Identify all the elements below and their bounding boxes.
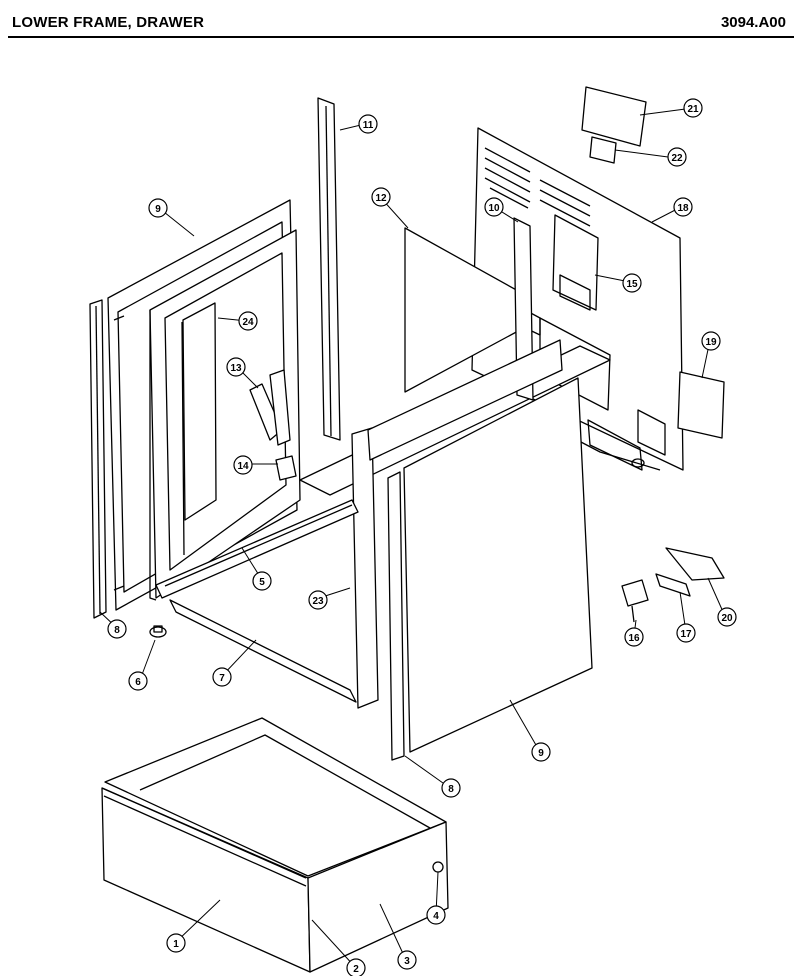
callout-11: 11 (358, 114, 378, 134)
hinge-13 (249, 369, 291, 446)
svg-text:17: 17 (680, 629, 692, 640)
callout-19: 19 (701, 331, 721, 351)
rear-post-left (317, 97, 341, 441)
svg-text:24: 24 (242, 317, 254, 328)
callouts: 21 22 18 15 19 20 17 16 9 8 4 3 2 1 8 6 … (107, 98, 737, 976)
svg-text:16: 16 (628, 633, 640, 644)
svg-text:2: 2 (353, 964, 359, 975)
callout-9: 9 (148, 198, 168, 218)
svg-text:7: 7 (219, 673, 225, 684)
svg-text:5: 5 (259, 577, 265, 588)
right-trim (387, 471, 405, 761)
svg-text:9: 9 (155, 204, 161, 215)
svg-text:20: 20 (721, 613, 733, 624)
callout-8-left: 8 (107, 619, 127, 639)
left-trim (89, 299, 107, 619)
svg-text:19: 19 (705, 337, 717, 348)
svg-text:10: 10 (488, 203, 500, 214)
callout-5: 5 (252, 571, 272, 591)
callout-8-right: 8 (441, 778, 461, 798)
svg-text:21: 21 (687, 104, 699, 115)
bottom-rail-5 (155, 499, 359, 599)
svg-text:23: 23 (312, 596, 324, 607)
header: LOWER FRAME, DRAWER 3094.A00 (0, 0, 800, 48)
callout-4: 4 (426, 905, 446, 925)
front-frame-right (351, 339, 563, 709)
left-frame (149, 229, 301, 601)
callout-12: 12 (371, 187, 391, 207)
callout-20: 20 (717, 607, 737, 627)
svg-text:8: 8 (448, 784, 454, 795)
svg-text:3: 3 (404, 956, 410, 967)
callout-1: 1 (166, 933, 186, 953)
label-22 (589, 136, 617, 164)
callout-3: 3 (397, 950, 417, 970)
diagram-code: 3094.A00 (720, 14, 786, 31)
bottom-rail-7 (169, 599, 357, 703)
svg-text:22: 22 (671, 153, 683, 164)
svg-text:6: 6 (135, 677, 141, 688)
callout-16: 16 (624, 627, 644, 647)
drawer (101, 717, 449, 973)
header-rule (8, 36, 794, 38)
callout-17: 17 (676, 623, 696, 643)
callout-3-side: 9 (531, 742, 551, 762)
callout-14: 14 (233, 455, 253, 475)
svg-text:13: 13 (230, 363, 242, 374)
callout-13: 13 (226, 357, 246, 377)
bracket-17 (655, 573, 691, 597)
hinge-14 (275, 455, 297, 481)
callout-21: 21 (683, 98, 703, 118)
exploded-parts-diagram: 21 22 18 15 19 20 17 16 9 8 4 3 2 1 8 6 … (89, 86, 737, 976)
right-side-panel (403, 377, 593, 753)
callout-22: 22 (667, 147, 687, 167)
svg-text:18: 18 (677, 203, 689, 214)
svg-text:8: 8 (114, 625, 120, 636)
callout-10: 10 (484, 197, 504, 217)
page-title: LOWER FRAME, DRAWER (12, 14, 205, 31)
callout-6: 6 (128, 671, 148, 691)
callout-18: 18 (673, 197, 693, 217)
callout-7: 7 (212, 667, 232, 687)
callout-24: 24 (238, 311, 258, 331)
plate-19 (677, 371, 725, 439)
callout-15: 15 (622, 273, 642, 293)
leveling-leg (149, 625, 167, 638)
svg-text:9: 9 (538, 748, 544, 759)
bracket-16 (621, 579, 649, 623)
svg-text:11: 11 (363, 120, 374, 131)
callout-23: 23 (308, 590, 328, 610)
svg-text:14: 14 (237, 461, 249, 472)
callout-2: 2 (346, 958, 366, 976)
svg-text:12: 12 (375, 193, 387, 204)
bracket-20 (665, 547, 725, 581)
plate-21 (581, 86, 647, 147)
svg-text:4: 4 (433, 911, 439, 922)
svg-text:15: 15 (626, 279, 638, 290)
svg-text:1: 1 (173, 939, 179, 950)
